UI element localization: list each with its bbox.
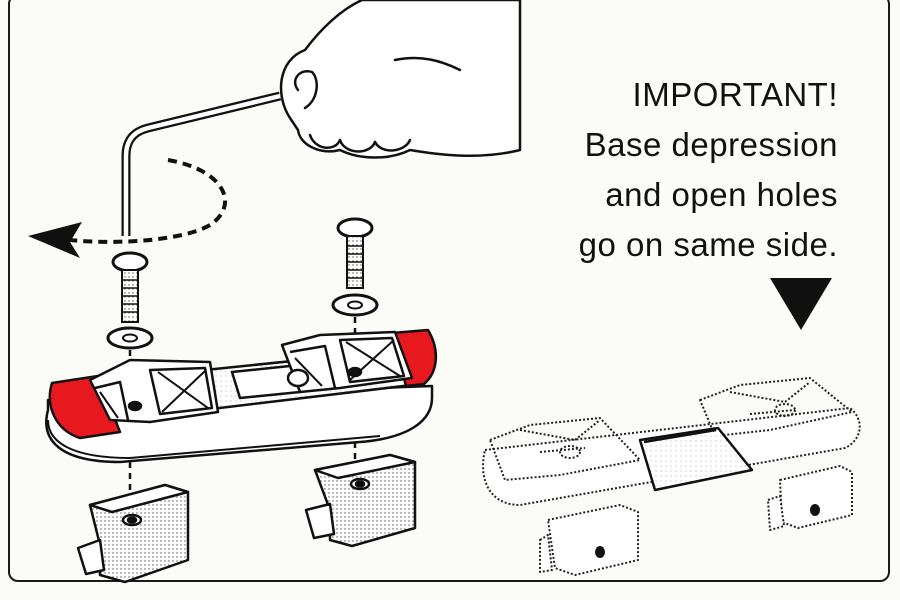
rotation-arrow-icon: [28, 158, 228, 258]
panel-border: [8, 0, 890, 582]
clip-block-right: [304, 442, 417, 548]
bolt-right: [331, 217, 379, 365]
assembled-clips: [539, 465, 853, 576]
allen-key-icon: [121, 91, 282, 236]
note-line-2: and open holes: [605, 176, 838, 213]
down-triangle-icon: [770, 278, 832, 330]
hand-icon: [279, 0, 522, 159]
note-line-3: go on same side.: [578, 226, 838, 263]
clip-block-left: [76, 462, 190, 584]
bolt-left: [106, 251, 154, 390]
note-line-1: Base depression: [584, 126, 838, 163]
important-note: IMPORTANT! Base depression and open hole…: [579, 70, 838, 270]
assembled-depression: [638, 426, 754, 492]
foot-base-left: [45, 328, 437, 464]
note-heading: IMPORTANT!: [632, 76, 838, 113]
